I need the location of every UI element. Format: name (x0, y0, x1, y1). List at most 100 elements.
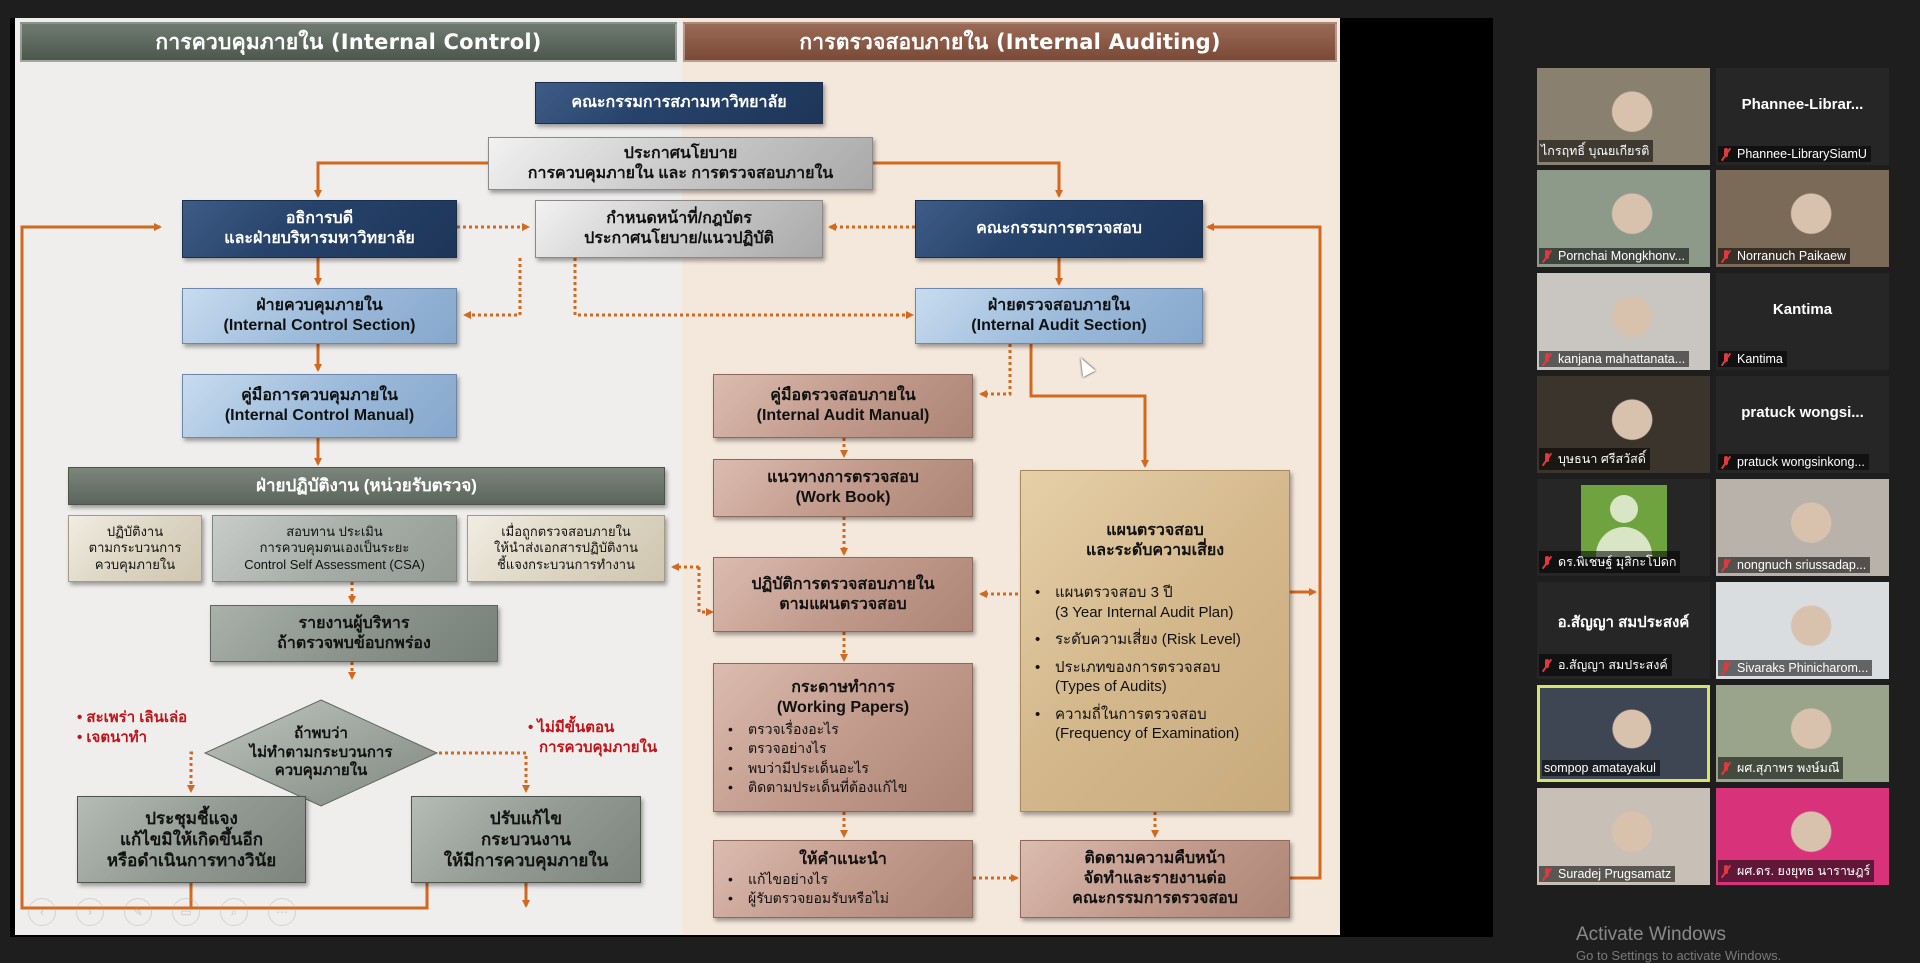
dotted-ia-manual (979, 344, 1012, 398)
participant-name: ผศ.ดร. ยงยุทธ นาราษฎร์ (1737, 864, 1871, 878)
rector-line-2: และฝ่ายบริหารมหาวิทยาลัย (224, 230, 415, 247)
participant-name: Suradej Prugsamatz (1558, 867, 1672, 881)
plan-item-text: (Types of Audits) (1055, 678, 1167, 695)
wp-item: พบว่ามีประเด็นอะไร (728, 759, 972, 777)
plan-item-text: ประเภทของการตรวจสอบ (1055, 658, 1221, 676)
dotted-duties-ia (573, 258, 914, 319)
participant-tile[interactable]: ไกรฤทธิ์ บุณยเกียรติ (1537, 68, 1710, 165)
muted-mic-icon (1541, 555, 1553, 569)
audit-practice-box: ปฏิบัติการตรวจสอบภายใน ตามแผนตรวจสอบ (713, 557, 973, 632)
internal-auditing-header: การตรวจสอบภายใน (Internal Auditing) (683, 22, 1337, 62)
arrow-follow-committee (1206, 223, 1322, 880)
default-avatar-icon (1581, 485, 1667, 557)
participant-name-label: ดร.พิเชษฐ์ มุสิกะโปดก (1539, 551, 1681, 573)
participant-name-label: ไกรฤทธิ์ บุณยเกียรติ (1539, 140, 1654, 162)
follow-line-2: จัดทำและรายงานต่อ (1083, 870, 1227, 887)
participant-tile[interactable]: Norranuch Paikaew (1716, 170, 1889, 267)
plan-item-text: ความถี่ในการตรวจสอบ (1055, 705, 1207, 723)
participant-name-label: kanjana mahattanata... (1539, 351, 1690, 367)
ia-manual-line-1: คู่มือตรวจสอบภายใน (770, 387, 916, 404)
dotted-duties-ic (463, 258, 522, 319)
plan-item-text: (Frequency of Examination) (1055, 725, 1240, 742)
op-sub2-line-1: สอบทาน ประเมิน (286, 524, 383, 540)
management-report-box: รายงานผู้บริหาร ถ้าตรวจพบข้อบกพร่อง (210, 605, 498, 662)
plan-item: ระดับความเสี่ยง (Risk Level) (1035, 630, 1289, 650)
plan-title-line-1: แผนตรวจสอบ (1106, 522, 1204, 539)
op-sub2-line-2: การควบคุมตนเองเป็นระยะ (259, 540, 410, 556)
op-sub3-line-3: ชี้แจงกระบวนการทำงาน (497, 556, 635, 572)
advice-item: ผู้รับตรวจยอมรับหรือไม่ (728, 889, 972, 907)
more-icon[interactable]: ⋯ (268, 898, 296, 926)
muted-mic-icon (1720, 558, 1732, 572)
participant-tile[interactable]: Pornchai Mongkhonv... (1537, 170, 1710, 267)
plan-item: ประเภทของการตรวจสอบ (Types of Audits) (1035, 658, 1289, 697)
report-line-2: ถ้าตรวจพบข้อบกพร่อง (277, 634, 431, 652)
zoom-icon[interactable]: ⌕ (220, 898, 248, 926)
fix-line-3: ให้มีการควบคุมภายใน (443, 851, 609, 871)
no-procedure-line-2: การควบคุมภายใน (539, 739, 658, 757)
participant-tile[interactable]: kanjana mahattanata... (1537, 273, 1710, 370)
workbook-line-2: (Work Book) (795, 489, 891, 506)
participant-name: Phannee-LibrarySiamU (1737, 147, 1867, 161)
participant-name: Sivaraks Phinicharom... (1737, 661, 1869, 675)
dotted-practice-opsub3 (697, 567, 714, 616)
audit-plan-risk-box: แผนตรวจสอบ และระดับความเสี่ยง แผนตรวจสอบ… (1020, 470, 1290, 812)
participant-display-name: Kantima (1772, 301, 1833, 318)
next-icon[interactable]: › (76, 898, 104, 926)
participant-tile[interactable]: pratuck wongsi... pratuck wongsinkong... (1716, 376, 1889, 473)
advice-list: แก้ไขอย่างไร ผู้รับตรวจยอมรับหรือไม่ (714, 870, 972, 908)
wp-item: ตรวจเรื่องอะไร (728, 720, 972, 738)
participant-tile[interactable]: ดร.พิเชษฐ์ มุสิกะโปดก (1537, 479, 1710, 576)
participant-name-label: ผศ.ดร. ยงยุทธ นาราษฎร์ (1718, 860, 1875, 882)
advice-item: แก้ไขอย่างไร (728, 870, 972, 888)
rector-box: อธิการบดี และฝ่ายบริหารมหาวิทยาลัย (182, 200, 457, 258)
follow-up-box: ติดตามความคืบหน้า จัดทำและรายงานต่อ คณะก… (1020, 840, 1290, 918)
fix-line-2: กระบวนงาน (481, 829, 571, 849)
participant-tile[interactable]: Suradej Prugsamatz (1537, 788, 1710, 885)
participant-tile[interactable]: Sivaraks Phinicharom... (1716, 582, 1889, 679)
workbook-box: แนวทางการตรวจสอบ (Work Book) (713, 459, 973, 517)
participant-name: kanjana mahattanata... (1558, 352, 1686, 366)
participant-tile[interactable]: Phannee-Librar...Phannee-LibrarySiamU (1716, 68, 1889, 165)
participant-tile[interactable]: อ.สัญญา สมประสงค์อ.สัญญา สมประสงค์ (1537, 582, 1710, 679)
participant-name: pratuck wongsinkong... (1737, 455, 1865, 469)
muted-mic-icon (1720, 761, 1732, 775)
arrow-loop-rector (20, 223, 429, 910)
presentation-slide: การควบคุมภายใน (Internal Control) การตรว… (15, 18, 1340, 935)
operations-unit-bar: ฝ่ายปฏิบัติงาน (หน่วยรับตรวจ) (68, 467, 665, 505)
plan-item-text: (3 Year Internal Audit Plan) (1055, 603, 1234, 621)
operations-label: ฝ่ายปฏิบัติงาน (หน่วยรับตรวจ) (256, 476, 477, 496)
practice-line-2: ตามแผนตรวจสอบ (779, 595, 907, 613)
audit-committee-box: คณะกรรมการตรวจสอบ (915, 200, 1203, 258)
ia-manual-line-2: (Internal Audit Manual) (756, 407, 930, 424)
wp-item: ตรวจอย่างไร (728, 739, 972, 757)
participant-display-name: อ.สัญญา สมประสงค์ (1557, 614, 1690, 631)
participant-tile[interactable]: บุษธนา ศรีสวัสดิ์ (1537, 376, 1710, 473)
negligence-note: • สะเพร่า เลินเล่อ • เจตนาทำ (77, 708, 187, 749)
university-council-box: คณะกรรมการสภามหาวิทยาลัย (535, 82, 823, 124)
muted-mic-icon (1720, 864, 1732, 878)
participant-name: ไกรฤทธิ์ บุณยเกียรติ (1541, 144, 1650, 158)
participant-tile[interactable]: ผศ.ดร. ยงยุทธ นาราษฎร์ (1716, 788, 1889, 885)
slides-icon[interactable]: ▭ (172, 898, 200, 926)
previous-icon[interactable]: ‹ (28, 898, 56, 926)
ia-section-line-1: ฝ่ายตรวจสอบภายใน (987, 297, 1131, 314)
participant-name-label: อ.สัญญา สมประสงค์ (1539, 654, 1672, 676)
participant-display-name: pratuck wongsi... (1741, 404, 1864, 421)
pen-icon[interactable]: ✎ (124, 898, 152, 926)
participant-tile[interactable]: nongnuch sriussadap... (1716, 479, 1889, 576)
participant-tile[interactable]: sompop amatayakul (1537, 685, 1710, 782)
plan-item: แผนตรวจสอบ 3 ปี(3 Year Internal Audit Pl… (1035, 583, 1289, 622)
participant-name: nongnuch sriussadap... (1737, 558, 1867, 572)
participant-tile[interactable]: ผศ.สุภาพร พงษ์มณี (1716, 685, 1889, 782)
participant-name-label: บุษธนา ศรีสวัสดิ์ (1539, 448, 1650, 470)
follow-line-1: ติดตามความคืบหน้า (1084, 850, 1226, 867)
practice-line-1: ปฏิบัติการตรวจสอบภายใน (751, 575, 935, 593)
internal-audit-manual-box: คู่มือตรวจสอบภายใน (Internal Audit Manua… (713, 374, 973, 438)
decision-diamond: ถ้าพบว่า ไม่ทำตามกระบวนการ ควบคุมภายใน (203, 698, 439, 808)
flow-connectors (20, 161, 1322, 910)
advice-box: ให้คำแนะนำ แก้ไขอย่างไร ผู้รับตรวจยอมรับ… (713, 840, 973, 918)
dotted-diamond-right (439, 751, 530, 793)
participant-name-label: Kantima (1718, 351, 1787, 367)
